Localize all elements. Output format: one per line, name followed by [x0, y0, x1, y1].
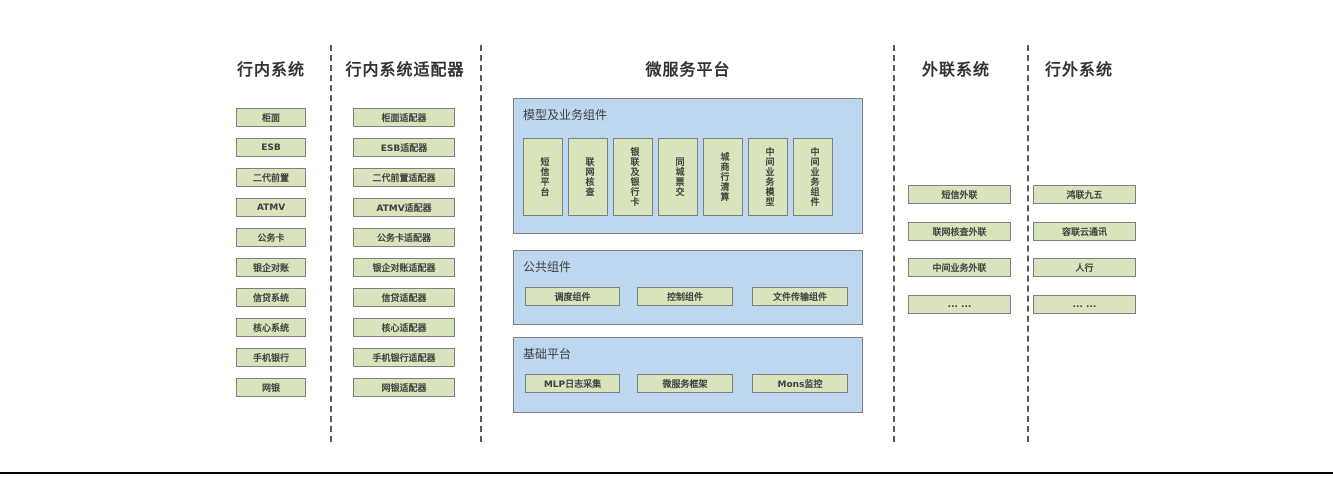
bottom-rule: [0, 472, 1333, 474]
internal-system-box: 网银: [236, 378, 306, 397]
common-component-box: 调度组件: [525, 287, 620, 306]
external-system-box: 容联云通讯: [1033, 222, 1136, 241]
column-title-internal-systems: 行内系统: [236, 60, 305, 79]
internal-system-box: 核心系统: [236, 318, 306, 337]
internal-system-box: ESB: [236, 138, 306, 157]
internal-system-box: 银企对账: [236, 258, 306, 277]
adapter-box: 手机银行适配器: [353, 348, 455, 367]
business-component-box: 中间业务模型: [748, 138, 788, 216]
business-component-box: 城商行清算: [703, 138, 743, 216]
internal-system-box: 二代前置: [236, 168, 306, 187]
column-separator: [330, 45, 332, 442]
base-platform-box: Mons监控: [752, 374, 848, 393]
column-title-internal-adapters: 行内系统适配器: [345, 60, 465, 79]
external-link-box: ... ...: [908, 295, 1011, 314]
base-platform-box: 微服务框架: [637, 374, 733, 393]
business-component-box: 同城票交: [658, 138, 698, 216]
business-component-box: 中间业务组件: [793, 138, 833, 216]
adapter-box: 核心适配器: [353, 318, 455, 337]
adapter-box: 柜面适配器: [353, 108, 455, 127]
adapter-box: ATMV适配器: [353, 198, 455, 217]
internal-system-box: 柜面: [236, 108, 306, 127]
adapter-box: 信贷适配器: [353, 288, 455, 307]
external-link-box: 联网核查外联: [908, 222, 1011, 241]
section-label: 基础平台: [523, 347, 572, 361]
external-link-box: 短信外联: [908, 185, 1011, 204]
external-system-box: 人行: [1033, 258, 1136, 277]
column-title-external-link-systems: 外联系统: [921, 60, 990, 79]
external-link-box: 中间业务外联: [908, 258, 1011, 277]
common-component-box: 文件传输组件: [752, 287, 848, 306]
section-label: 公共组件: [523, 260, 572, 274]
column-separator: [1027, 45, 1029, 442]
base-platform-box: MLP日志采集: [525, 374, 620, 393]
column-separator: [893, 45, 895, 442]
column-title-external-systems: 行外系统: [1044, 60, 1113, 79]
adapter-box: 银企对账适配器: [353, 258, 455, 277]
internal-system-box: ATMV: [236, 198, 306, 217]
adapter-box: 网银适配器: [353, 378, 455, 397]
column-separator: [480, 45, 482, 442]
external-system-box: ... ...: [1033, 295, 1136, 314]
column-title-microservice-platform: 微服务平台: [645, 60, 731, 79]
adapter-box: ESB适配器: [353, 138, 455, 157]
internal-system-box: 手机银行: [236, 348, 306, 367]
adapter-box: 二代前置适配器: [353, 168, 455, 187]
business-component-box: 短信平台: [523, 138, 563, 216]
adapter-box: 公务卡适配器: [353, 228, 455, 247]
common-component-box: 控制组件: [637, 287, 733, 306]
internal-system-box: 公务卡: [236, 228, 306, 247]
business-component-box: 银联及银行卡: [613, 138, 653, 216]
business-component-box: 联网核查: [568, 138, 608, 216]
external-system-box: 鸿联九五: [1033, 185, 1136, 204]
internal-system-box: 信贷系统: [236, 288, 306, 307]
section-label: 模型及业务组件: [523, 108, 608, 122]
